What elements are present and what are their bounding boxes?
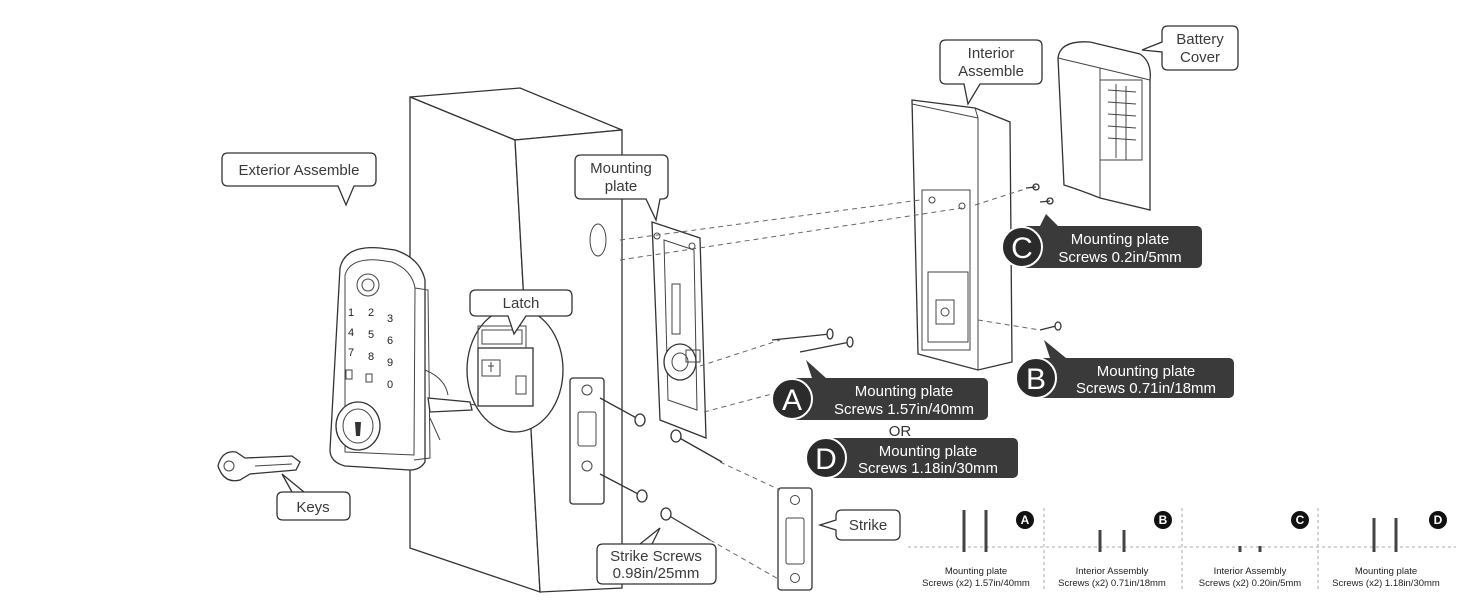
keypad: 1 2 3 4 5 6 7 8 9 0 — [348, 307, 393, 391]
latch-label: Latch — [503, 295, 540, 312]
mounting-plate-label-line1: Mounting — [590, 160, 652, 177]
interior-label-line1: Interior — [968, 45, 1015, 62]
battery-label-line1: Battery — [1176, 31, 1224, 48]
exterior-assembly: 1 2 3 4 5 6 7 8 9 0 — [329, 247, 501, 471]
strike-label: Strike — [849, 517, 887, 534]
interior-label-line2: Assemble — [958, 63, 1024, 80]
mounting-plate-label-line2: plate — [605, 178, 638, 195]
keypad-key: 9 — [387, 357, 393, 369]
keys-label: Keys — [296, 499, 329, 516]
latch — [466, 307, 564, 433]
screw-d-line2: Screws 1.18in/30mm — [858, 460, 998, 477]
callout-latch: Latch — [469, 289, 573, 336]
screw-label-a: A Mounting plate Screws 1.57in/40mm — [771, 360, 988, 420]
keypad-key: 1 — [348, 307, 354, 319]
legend-a-line1: Mounting plate — [945, 566, 1007, 577]
keypad-key: 7 — [348, 347, 354, 359]
legend-letter-a: A — [1021, 513, 1030, 527]
legend-d-line1: Mounting plate — [1355, 566, 1417, 577]
screw-label-b: B Mounting plate Screws 0.71in/18mm — [1015, 340, 1234, 399]
screw-label-c: C Mounting plate Screws 0.2in/5mm — [1001, 214, 1202, 268]
keypad-key: 4 — [348, 327, 354, 339]
keypad-key: 3 — [387, 313, 393, 325]
legend-letter-d: D — [1434, 513, 1443, 527]
legend-a-line2: Screws (x2) 1.57in/40mm — [922, 578, 1030, 589]
legend: A Mounting plate Screws (x2) 1.57in/40mm… — [908, 508, 1456, 592]
legend-b-line2: Screws (x2) 0.71in/18mm — [1058, 578, 1166, 589]
legend-letter-c: C — [1296, 513, 1305, 527]
exterior-assemble-label: Exterior Assemble — [239, 162, 360, 179]
callout-keys: Keys — [276, 473, 351, 521]
callout-battery-cover: Battery Cover — [1141, 25, 1239, 71]
screw-label-d: D Mounting plate Screws 1.18in/30mm — [805, 437, 1018, 479]
keys — [217, 451, 301, 482]
legend-b-line1: Interior Assembly — [1076, 566, 1149, 577]
keypad-key: 6 — [387, 335, 393, 347]
interior-assembly — [911, 99, 1013, 371]
badge-letter-a: A — [782, 384, 802, 417]
strike-plate-door — [569, 377, 605, 505]
or-text: OR — [889, 423, 912, 440]
screw-d-line1: Mounting plate — [879, 443, 977, 460]
callout-strike: Strike — [817, 509, 901, 541]
strike — [777, 487, 813, 591]
callout-exterior: Exterior Assemble — [221, 152, 377, 207]
long-screws — [771, 328, 854, 353]
mounting-plate — [651, 221, 707, 439]
keypad-key: 0 — [387, 379, 393, 391]
legend-letter-b: B — [1159, 513, 1168, 527]
screw-c-line1: Mounting plate — [1071, 231, 1169, 248]
keypad-key: 5 — [368, 329, 374, 341]
strike-screws-label-line2: 0.98in/25mm — [613, 565, 700, 582]
strike-screws-label-line1: Strike Screws — [610, 548, 702, 565]
legend-c-line2: Screws (x2) 0.20in/5mm — [1199, 578, 1302, 589]
legend-d-line2: Screws (x2) 1.18in/30mm — [1332, 578, 1440, 589]
screw-c-line2: Screws 0.2in/5mm — [1058, 249, 1181, 266]
legend-item-b: B Interior Assembly Screws (x2) 0.71in/1… — [1058, 511, 1172, 589]
callout-strike-screws: Strike Screws 0.98in/25mm — [596, 527, 717, 585]
badge-letter-d: D — [815, 443, 837, 476]
legend-item-a: A Mounting plate Screws (x2) 1.57in/40mm — [922, 510, 1034, 589]
callout-interior: Interior Assemble — [939, 39, 1043, 106]
badge-letter-c: C — [1011, 232, 1033, 265]
screw-a-line1: Mounting plate — [855, 383, 953, 400]
keypad-key: 2 — [368, 307, 374, 319]
battery-label-line2: Cover — [1180, 49, 1220, 66]
small-screws — [1025, 183, 1062, 331]
callout-mounting-plate: Mounting plate — [574, 154, 669, 223]
screw-a-line2: Screws 1.57in/40mm — [834, 401, 974, 418]
lock-icon — [345, 369, 353, 380]
strike-screws — [599, 397, 723, 541]
battery-cover — [1057, 41, 1151, 211]
legend-c-line1: Interior Assembly — [1214, 566, 1287, 577]
legend-item-c: C Interior Assembly Screws (x2) 0.20in/5… — [1199, 511, 1309, 589]
keypad-key: 8 — [368, 351, 374, 363]
legend-item-d: D Mounting plate Screws (x2) 1.18in/30mm — [1332, 511, 1447, 589]
screw-b-line1: Mounting plate — [1097, 363, 1195, 380]
screw-b-line2: Screws 0.71in/18mm — [1076, 380, 1216, 397]
badge-letter-b: B — [1026, 363, 1046, 396]
